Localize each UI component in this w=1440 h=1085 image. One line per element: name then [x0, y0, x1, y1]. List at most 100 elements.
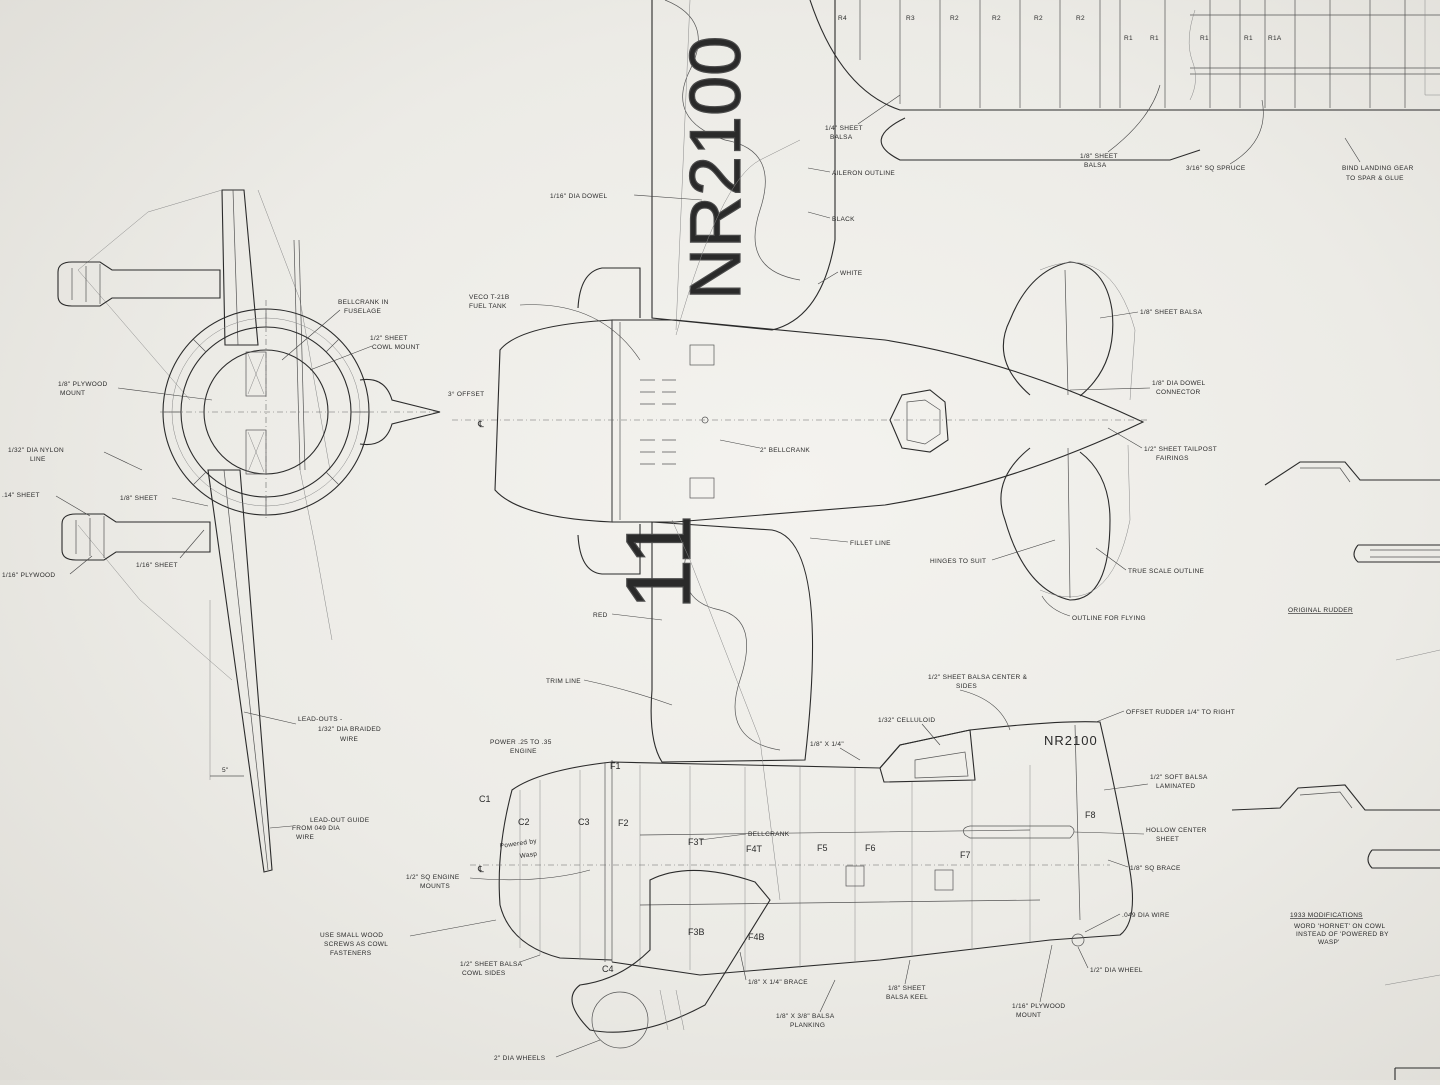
cowl-powered-by-text: Powered by — [499, 838, 537, 850]
top-stabilizer-upper — [1002, 261, 1114, 397]
svg-text:PLANKING: PLANKING — [790, 1022, 825, 1029]
label-bellcrank-in-fuselage: BELLCRANK IN — [338, 299, 389, 306]
label-true-scale: TRUE SCALE OUTLINE — [1128, 568, 1205, 575]
label-nylon-line: 1/32" DIA NYLON — [8, 447, 64, 454]
rib-label-r3: R3 — [906, 15, 915, 22]
former-c4: C4 — [602, 964, 614, 974]
top-fuselage — [612, 319, 1145, 523]
rib-label-r2: R2 — [992, 15, 1001, 22]
front-upper-wing — [221, 189, 259, 346]
rib-label-r1: R1 — [1244, 35, 1253, 42]
label-outline-flying: OUTLINE FOR FLYING — [1072, 615, 1146, 622]
label-mods-title: 1933 MODIFICATIONS — [1290, 912, 1363, 919]
label-sheet-18: 1/8" SHEET — [120, 495, 158, 502]
wing-registration-letters: NR2100 11 — [607, 35, 756, 610]
label-mods-text: WORD 'HORNET' ON COWL — [1294, 923, 1386, 930]
spinner — [359, 378, 441, 446]
wing-plan-trailing-edge — [809, 0, 1440, 111]
label-aileron-outline: AILERON OUTLINE — [832, 170, 895, 177]
svg-text:TO SPAR & GLUE: TO SPAR & GLUE — [1346, 175, 1404, 182]
svg-text:MOUNT: MOUNT — [1016, 1012, 1041, 1019]
former-f3b: F3B — [688, 927, 705, 937]
svg-text:WIRE: WIRE — [340, 736, 359, 743]
label-original-rudder: ORIGINAL RUDDER — [1288, 607, 1353, 614]
svg-text:FAIRINGS: FAIRINGS — [1156, 455, 1189, 462]
svg-text:COWL MOUNT: COWL MOUNT — [372, 344, 420, 351]
svg-text:LINE: LINE — [30, 456, 46, 463]
label-sheet-balsa-14: 1/4" SHEET — [825, 125, 863, 132]
side-registration: NR2100 — [1044, 733, 1098, 748]
label-soft-balsa: 1/2" SOFT BALSA — [1150, 774, 1208, 781]
label-black: BLACK — [832, 216, 855, 223]
label-power: POWER .25 TO .35 — [490, 739, 552, 746]
former-f4b: F4B — [748, 932, 765, 942]
label-wood-screws: USE SMALL WOOD — [320, 932, 383, 939]
side-cowl — [498, 761, 613, 961]
side-fuselage — [611, 721, 1134, 976]
title-block-corner — [1394, 1067, 1440, 1080]
label-offset-rudder: OFFSET RUDDER 1/4" TO RIGHT — [1126, 709, 1235, 716]
label-balsa-keel: 1/8" SHEET — [888, 985, 926, 992]
former-f3t: F3T — [688, 837, 705, 847]
label-sheet-14: .14" SHEET — [2, 492, 40, 499]
label-side-bellcrank: BELLCRANK — [748, 831, 790, 838]
svg-text:BALSA KEEL: BALSA KEEL — [886, 994, 928, 1001]
top-stabilizer-lower — [1000, 447, 1111, 601]
cockpit-canopy — [889, 389, 949, 453]
former-f1: F1 — [610, 761, 621, 771]
front-view: BELLCRANK IN FUSELAGE 1/2" SHEET COWL MO… — [2, 189, 441, 873]
top-view: NR2100 11 ℄ 1/4" SHEET BALSA — [448, 0, 1150, 901]
svg-text:SHEET: SHEET — [1156, 836, 1179, 843]
svg-text:MOUNTS: MOUNTS — [420, 883, 450, 890]
svg-text:FROM 049 DIA: FROM 049 DIA — [292, 825, 340, 832]
svg-text:1/32" DIA BRAIDED: 1/32" DIA BRAIDED — [318, 726, 381, 733]
top-wing-lower — [650, 521, 814, 763]
label-tail-sheet-balsa: 1/8" SHEET BALSA — [1140, 309, 1203, 316]
label-dowel: 1/16" DIA DOWEL — [550, 193, 607, 200]
label-trim-line: TRIM LINE — [546, 678, 581, 685]
svg-text:FASTENERS: FASTENERS — [330, 950, 372, 957]
svg-text:FUSELAGE: FUSELAGE — [344, 308, 381, 315]
rib-label-r1: R1 — [1150, 35, 1159, 42]
former-f8: F8 — [1085, 810, 1096, 820]
tail-labels: 1/8" SHEET BALSA 1/8" DIA DOWEL CONNECTO… — [930, 309, 1217, 622]
label-landing-gear: BIND LANDING GEAR — [1342, 165, 1414, 172]
side-centerline-mark: ℄ — [477, 864, 484, 874]
side-view: ℄ Powered by Wasp NR2100 C1 C2 C3 C4 F1 … — [320, 674, 1235, 1062]
label-fillet-line: FILLET LINE — [850, 540, 891, 547]
side-wheel — [591, 991, 649, 1049]
svg-text:CONNECTOR: CONNECTOR — [1156, 389, 1200, 396]
label-engine-mounts: 1/2" SQ ENGINE — [406, 874, 460, 881]
label-plywood-mount: 1/8" PLYWOOD — [58, 381, 108, 388]
svg-text:WIRE: WIRE — [296, 834, 315, 841]
rib-label-r2: R2 — [1034, 15, 1043, 22]
svg-text:BALSA: BALSA — [830, 134, 853, 141]
label-cowl-sides: 1/2" SHEET BALSA — [460, 961, 523, 968]
rib-label-r1a: R1A — [1268, 35, 1282, 42]
label-sq-brace: 1/8" SQ BRACE — [1130, 865, 1181, 872]
svg-text:BALSA: BALSA — [1084, 162, 1107, 169]
upper-wheel-pant — [57, 261, 221, 307]
label-white: WHITE — [840, 270, 863, 277]
former-f5: F5 — [817, 843, 828, 853]
label-red: RED — [593, 612, 608, 619]
svg-text:Wasp: Wasp — [519, 851, 537, 860]
label-wing-sheet-balsa: 1/8" SHEET — [1080, 153, 1118, 160]
svg-text:FUEL TANK: FUEL TANK — [469, 303, 507, 310]
label-tailpost: 1/2" SHEET TAILPOST — [1144, 446, 1217, 453]
svg-text:NR2100: NR2100 — [676, 36, 756, 300]
former-f2: F2 — [618, 818, 629, 828]
svg-text:INSTEAD OF 'POWERED BY: INSTEAD OF 'POWERED BY — [1296, 931, 1389, 938]
top-cowl — [494, 319, 613, 523]
top-centerline-mark: ℄ — [477, 419, 484, 429]
label-dowel-connector: 1/8" DIA DOWEL — [1152, 380, 1206, 387]
former-c3: C3 — [578, 817, 590, 827]
side-canopy — [879, 729, 976, 783]
label-hollow-center: HOLLOW CENTER — [1146, 827, 1207, 834]
svg-text:COWL SIDES: COWL SIDES — [462, 970, 506, 977]
rib-label-r1: R1 — [1200, 35, 1209, 42]
former-c2: C2 — [518, 817, 530, 827]
label-cowl-mount: 1/2" SHEET — [370, 335, 408, 342]
